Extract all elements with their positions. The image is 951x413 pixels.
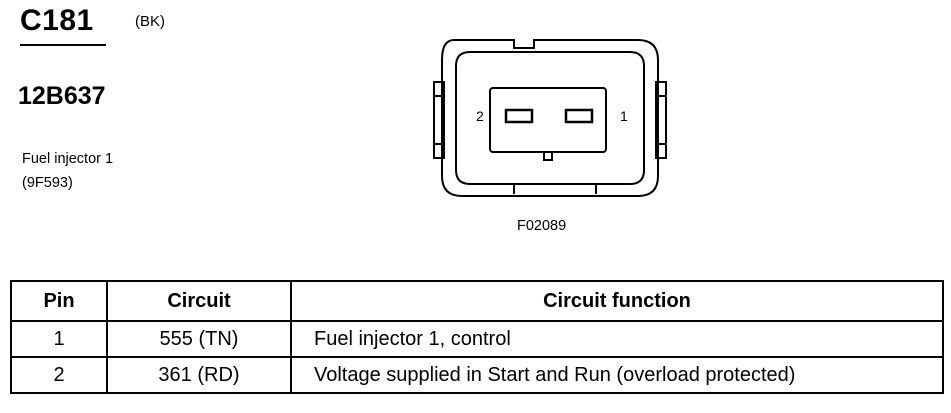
table-row: 1 555 (TN) Fuel injector 1, control (10, 320, 944, 358)
figure-id: F02089 (517, 218, 567, 234)
pin-cavity (489, 87, 607, 153)
connector-id-underline (20, 44, 106, 46)
left-latch (433, 81, 445, 159)
header-circuit: Circuit (106, 280, 292, 322)
connector-id: C181 (20, 4, 94, 37)
pin-1-terminal (564, 108, 594, 124)
pin-2-label: 2 (476, 108, 484, 124)
function-cell: Voltage supplied in Start and Run (overl… (290, 356, 944, 394)
header-function: Circuit function (290, 280, 944, 322)
keying-notch (543, 152, 553, 161)
pin-1-label: 1 (620, 108, 628, 124)
component-name: Fuel injector 1 (22, 151, 114, 167)
connector-outer-housing (441, 39, 659, 197)
right-latch (655, 81, 667, 159)
table-row: 2 361 (RD) Voltage supplied in Start and… (10, 356, 944, 394)
part-number: 12B637 (18, 82, 106, 110)
function-cell: Fuel injector 1, control (290, 320, 944, 358)
circuit-cell: 555 (TN) (106, 320, 292, 358)
pin-cell: 2 (10, 356, 108, 394)
header-pin: Pin (10, 280, 108, 322)
component-code: (9F593) (22, 175, 73, 191)
connector-inner-shell (455, 51, 645, 185)
connector-face-diagram: 2 1 (433, 39, 667, 197)
pin-cell: 1 (10, 320, 108, 358)
pin-2-terminal (504, 108, 534, 124)
table-header-row: Pin Circuit Circuit function (10, 280, 944, 322)
circuit-cell: 361 (RD) (106, 356, 292, 394)
pin-table: Pin Circuit Circuit function 1 555 (TN) … (10, 280, 944, 394)
connector-color: (BK) (135, 13, 165, 30)
